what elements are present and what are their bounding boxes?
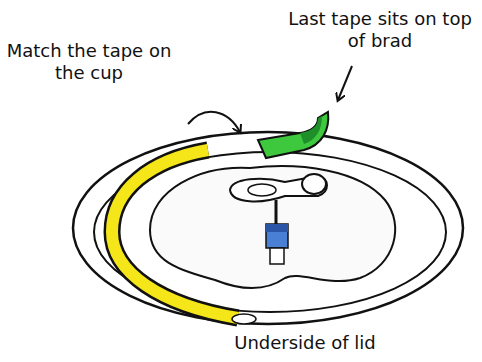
callout-label: Match the tape on the cup [4,40,174,84]
callout-label: Underside of lid [190,332,420,354]
lid-depression [150,166,395,288]
blue-tape-shade [266,224,288,232]
leader-arrow [188,112,240,132]
yellow-tape-outline [112,150,238,318]
leader-arrow [338,66,352,100]
callout-label: Last tape sits on top of brad [282,8,478,52]
tape-end [232,314,256,324]
green-tape [258,112,328,158]
blue-tape [266,224,288,248]
brad-head [302,174,326,194]
yellow-tape [112,150,238,318]
brad-slot [248,184,276,196]
brad-base [270,248,284,264]
green-tape-shade [300,116,322,144]
lid-outer [73,132,463,324]
brad-stem [275,200,278,226]
